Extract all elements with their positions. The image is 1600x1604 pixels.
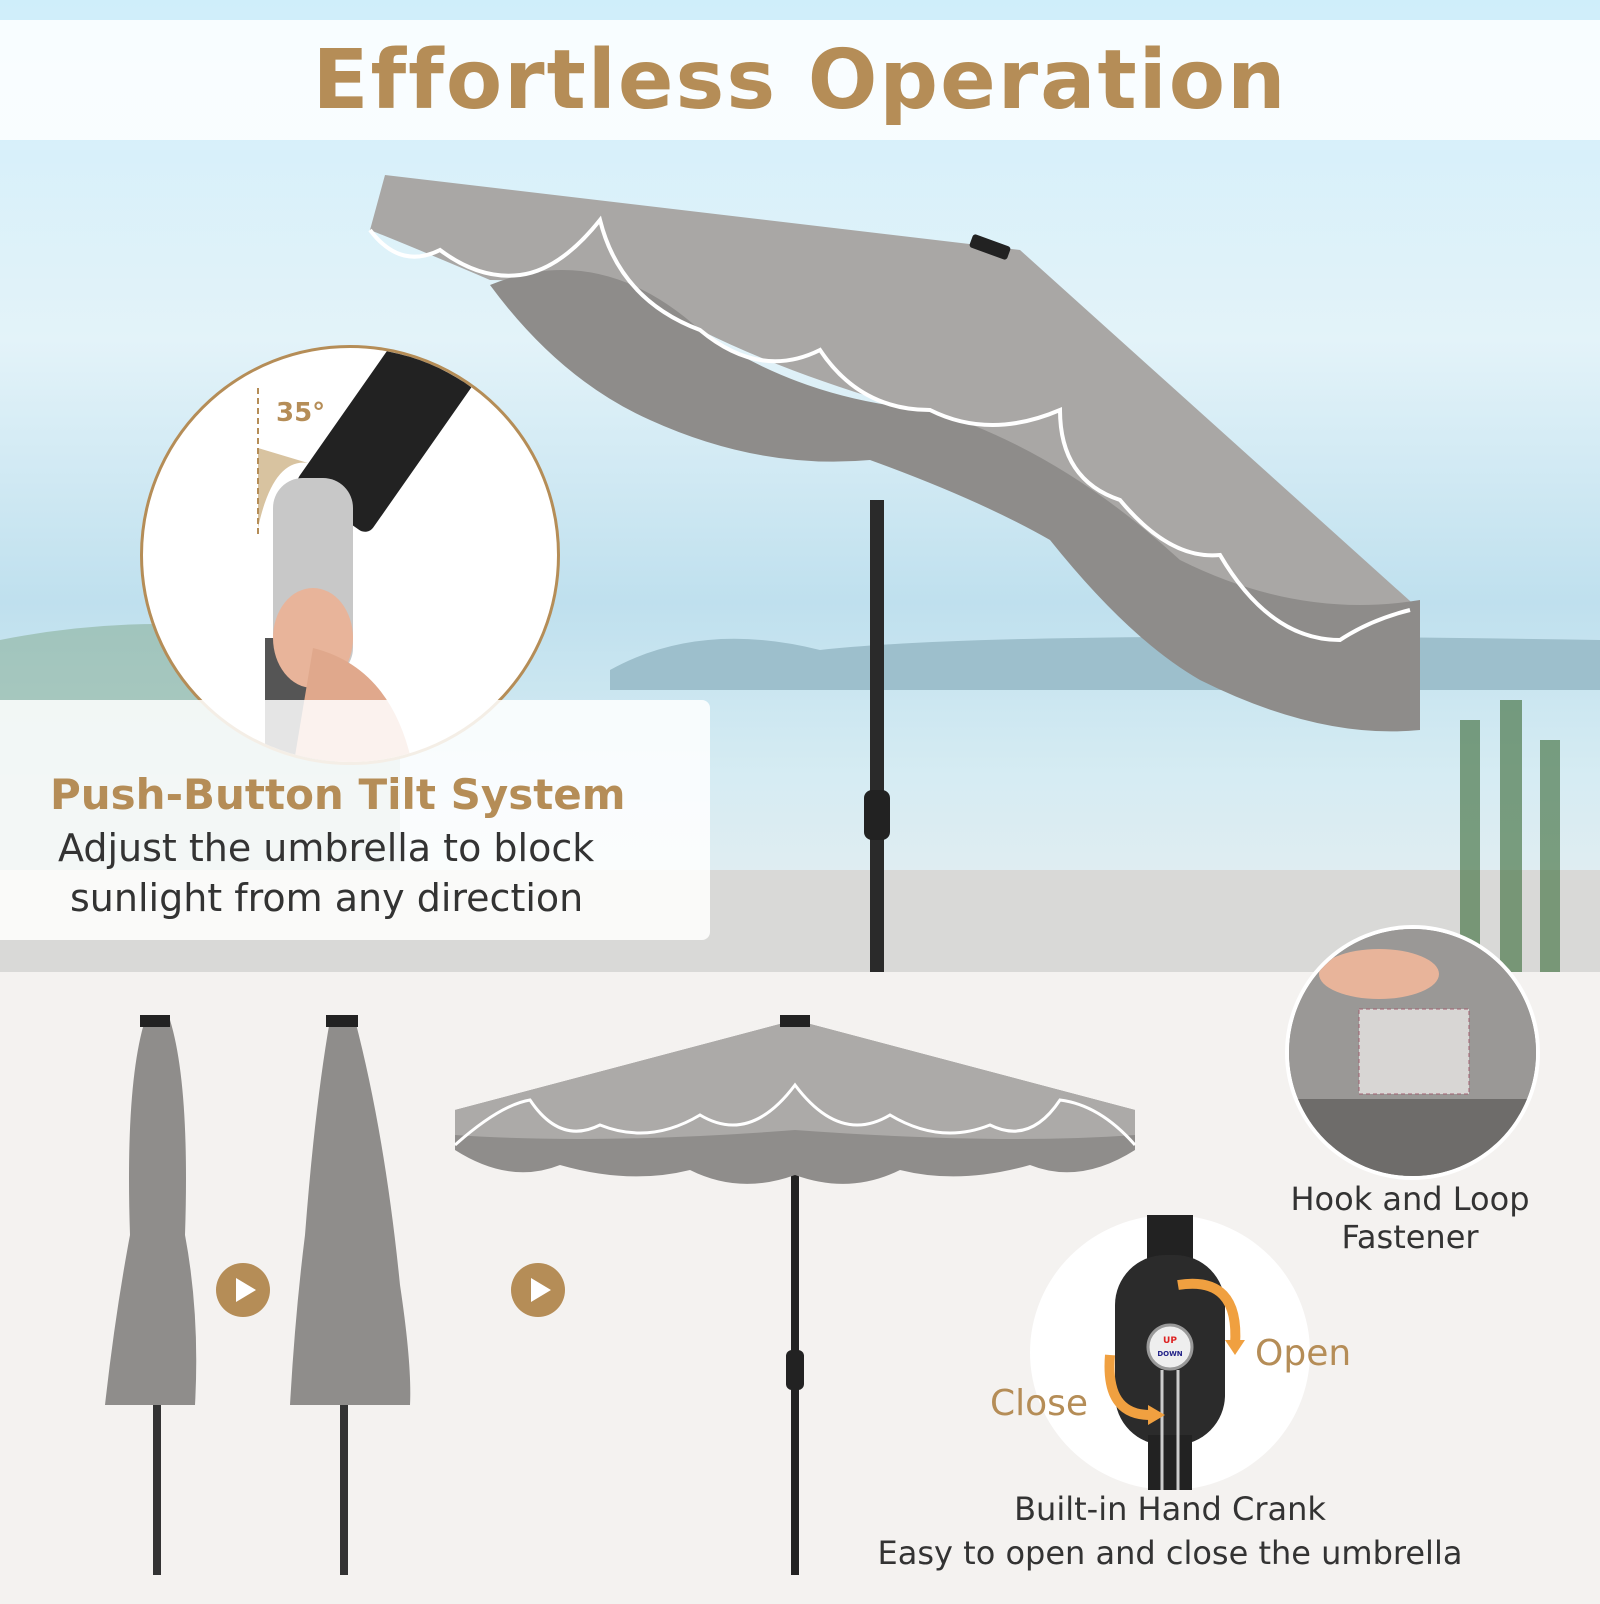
hand-crank-detail-image: UP DOWN: [1030, 1215, 1310, 1490]
hook-loop-detail-image: [1285, 925, 1540, 1180]
close-label: Close: [990, 1383, 1089, 1424]
tilt-description-line1: Adjust the umbrella to block: [58, 826, 595, 870]
tilt-description-line2: sunlight from any direction: [70, 876, 584, 920]
crank-title: Built-in Hand Crank: [1014, 1490, 1326, 1528]
page-title: Effortless Operation: [312, 32, 1288, 128]
title-band: Effortless Operation: [0, 20, 1600, 140]
tilt-angle-label: 35°: [276, 398, 326, 428]
crank-badge-up: UP: [1163, 1336, 1177, 1346]
tilt-text-panel: [0, 700, 710, 940]
umbrella-sequence-illustration: [105, 1015, 1137, 1575]
close-arrow-icon: [1104, 1354, 1151, 1420]
crank-badge-down: DOWN: [1157, 1350, 1182, 1358]
hook-caption-line2: Fastener: [1341, 1218, 1479, 1256]
tilt-heading: Push-Button Tilt System: [50, 770, 626, 819]
crank-description: Easy to open and close the umbrella: [877, 1534, 1463, 1572]
open-arrow-icon: [1177, 1278, 1241, 1346]
open-label: Open: [1255, 1333, 1352, 1374]
play-circle-icon: [511, 1263, 565, 1317]
play-circle-icon: [216, 1263, 270, 1317]
hook-caption-line1: Hook and Loop: [1290, 1180, 1530, 1218]
